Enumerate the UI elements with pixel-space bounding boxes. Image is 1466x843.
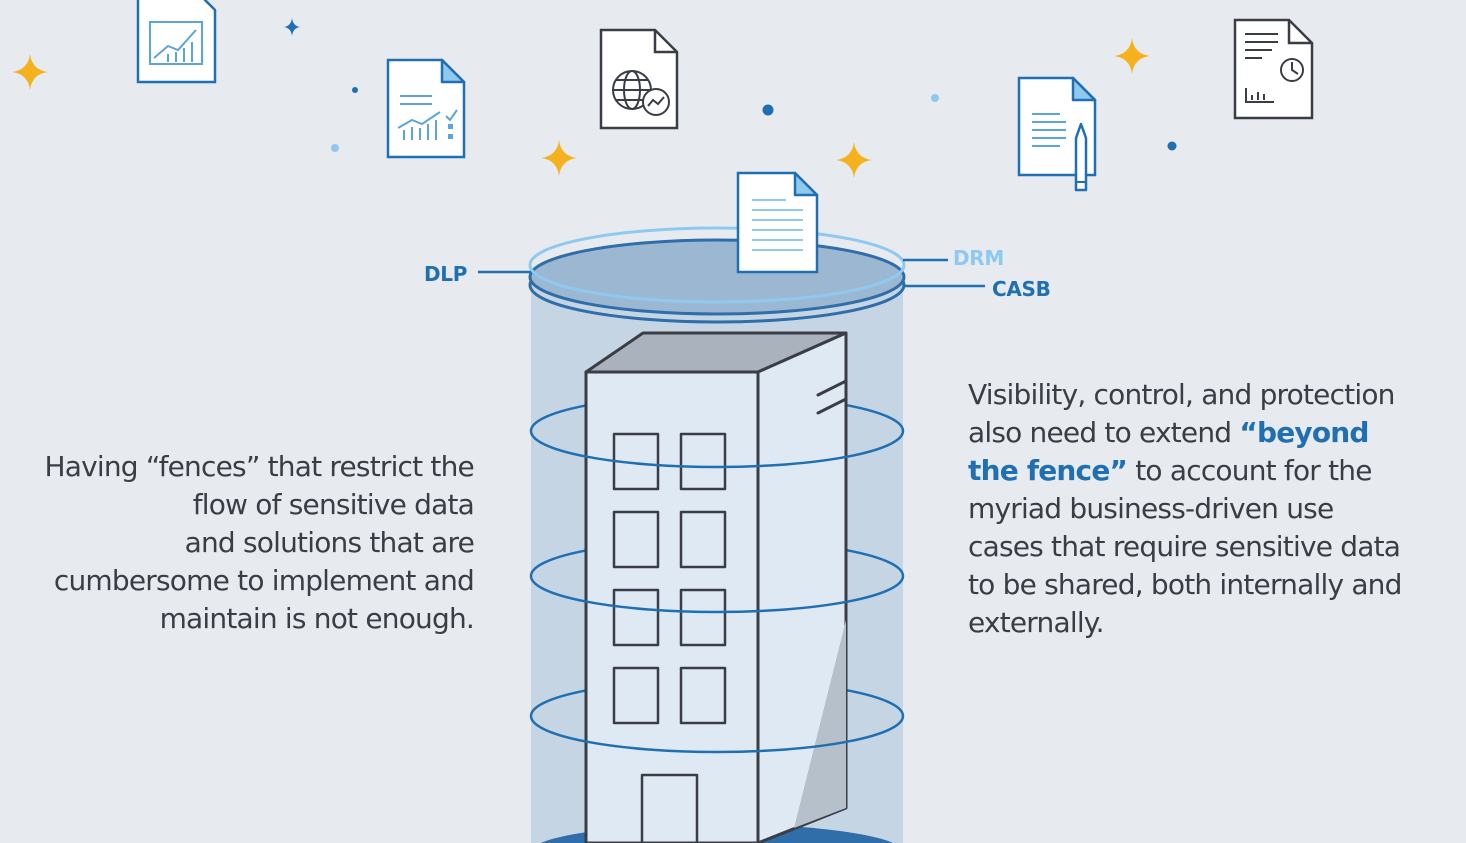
pen-document-icon [1017, 76, 1097, 192]
left-paragraph-line: and solutions that are [184, 526, 475, 559]
beyond-highlight: “beyond [1239, 416, 1369, 449]
right-paragraph-line: to be shared, both internally and [968, 568, 1402, 601]
right-paragraph-line: the fence” to account for the [968, 452, 1466, 490]
left-paragraph-line: Having “fences” that restrict the [44, 450, 474, 483]
report-document-icon [386, 58, 466, 159]
dots [331, 87, 1177, 152]
right-paragraph-text: also need to extend [968, 416, 1240, 449]
right-paragraph: Visibility, control, and protection also… [968, 376, 1466, 642]
sparkle-icon [541, 140, 577, 176]
left-paragraph-line: flow of sensitive data [192, 488, 475, 521]
the-fence-highlight: the fence” [968, 454, 1128, 487]
building-windows [612, 432, 727, 725]
central-document-icon [736, 171, 819, 274]
sparkle-icon [836, 142, 872, 178]
dlp-label: DLP [424, 262, 468, 286]
right-paragraph-line: Visibility, control, and protection [968, 378, 1395, 411]
sparkle-icon [1114, 38, 1150, 74]
callout-lines [478, 258, 985, 288]
left-paragraph: Having “fences” that restrict the flow o… [44, 448, 474, 638]
chart-document-icon [136, 0, 217, 84]
right-paragraph-text: to account for the [1127, 454, 1372, 487]
sparkle-icon [12, 54, 48, 90]
right-paragraph-line: also need to extend “beyond [968, 414, 1466, 452]
globe-document-icon [599, 28, 679, 130]
pie-chart-document-icon [1233, 18, 1314, 120]
right-paragraph-line: cases that require sensitive data [968, 530, 1401, 563]
small-sparkle-icon [284, 18, 300, 36]
building-door [640, 773, 699, 843]
building [584, 331, 848, 843]
right-paragraph-line: myriad business-driven use [968, 492, 1334, 525]
left-paragraph-line: maintain is not enough. [159, 602, 475, 635]
drm-label: DRM [953, 246, 1005, 270]
sparkles [12, 38, 1150, 178]
rings-front [529, 430, 905, 754]
right-paragraph-line: externally. [968, 606, 1104, 639]
casb-label: CASB [992, 277, 1051, 301]
left-paragraph-line: cumbersome to implement and [53, 564, 475, 597]
